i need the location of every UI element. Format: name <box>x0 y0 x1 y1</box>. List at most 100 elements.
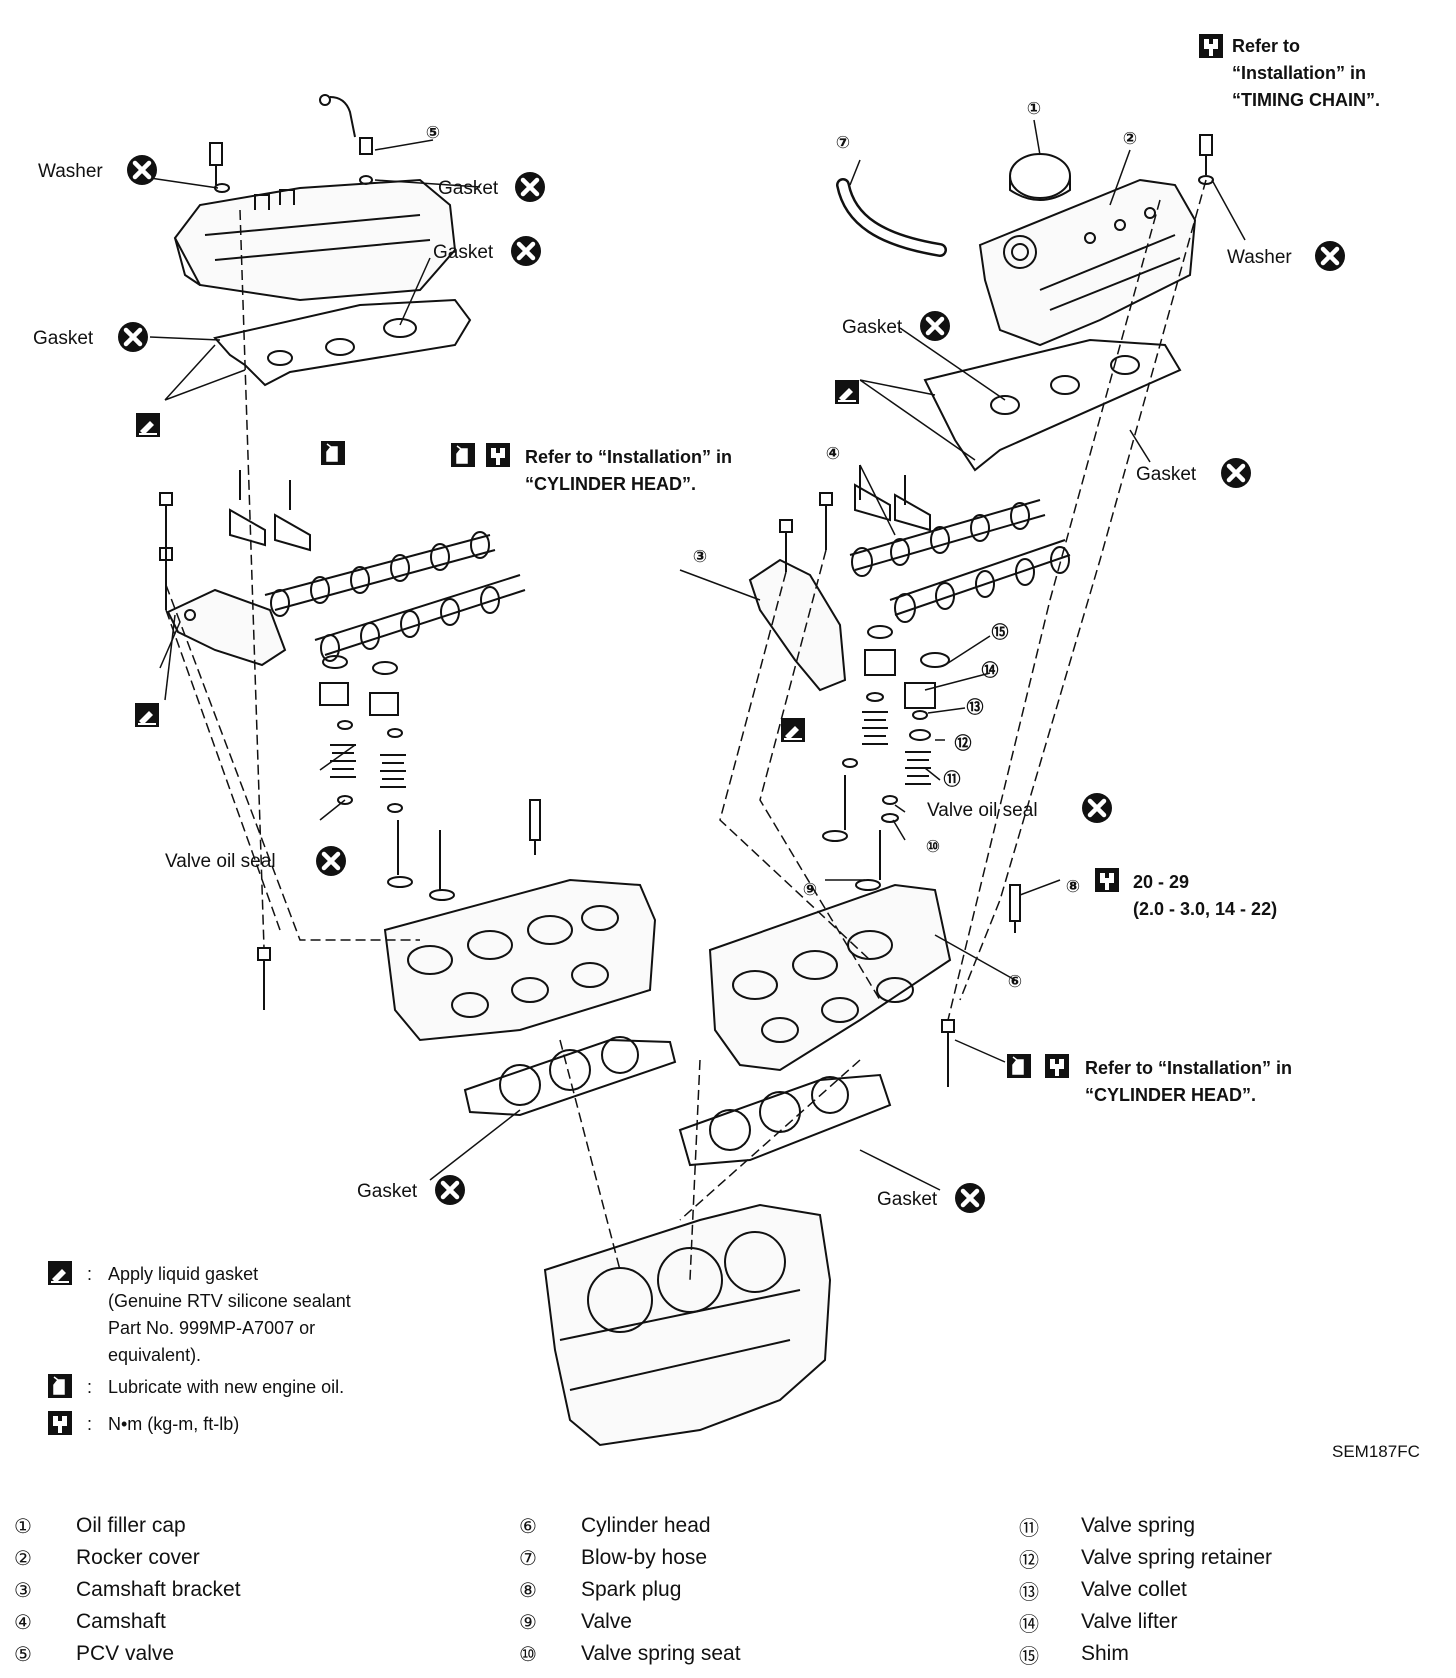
replace-mark-icon <box>1082 793 1112 823</box>
list-item: ⑭ Valve lifter <box>1005 1606 1272 1638</box>
left-camshaft-bracket <box>166 470 311 667</box>
left-rocker-cover <box>173 178 457 302</box>
part-number: ⑧ <box>519 1578 537 1602</box>
callout-1: ① <box>1027 99 1041 119</box>
part-number: ⑮ <box>1019 1643 1039 1668</box>
right-rocker-cover <box>978 178 1197 347</box>
torque-wrench-icon <box>486 443 510 467</box>
refer-cyl-head-line-2: “CYLINDER HEAD”. <box>1085 1085 1256 1105</box>
part-name: Blow-by hose <box>581 1546 708 1569</box>
callout-10: ⑩ <box>926 837 940 857</box>
right-camshafts <box>849 499 1071 623</box>
gasket-label: Gasket <box>877 1189 938 1210</box>
liquid-gasket-icon <box>135 412 161 438</box>
svg-text::: : <box>87 1264 92 1284</box>
gasket-label: Gasket <box>438 178 499 199</box>
pcv-valve-drawing <box>319 94 373 185</box>
liquid-gasket-icon <box>47 1260 73 1286</box>
refer-cyl-head-line-1: Refer to “Installation” in <box>1085 1058 1292 1078</box>
legend-lubricate: Lubricate with new engine oil. <box>108 1377 344 1397</box>
callout-11: ⑪ <box>944 769 961 790</box>
list-item: ⑧ Spark plug <box>505 1574 741 1606</box>
exploded-diagram: ① ② ③ ④ ⑤ ⑥ ⑦ ⑧ ⑨ ⑩ ⑪ ⑫ ⑬ ⑭ ⑮ Washer Gas… <box>33 34 1420 1460</box>
torque-spec-line-2: (2.0 - 3.0, 14 - 22) <box>1133 899 1277 919</box>
list-item: ① Oil filler cap <box>0 1510 241 1542</box>
callout-4: ④ <box>826 444 840 464</box>
svg-text::: : <box>87 1377 92 1397</box>
gasket-label: Gasket <box>1136 464 1197 485</box>
part-number: ⑭ <box>1019 1611 1039 1636</box>
right-cylinder-head <box>708 883 952 1072</box>
diagram-labels: Washer Gasket Gasket Gasket Washer Gaske… <box>33 36 1420 1460</box>
cylinder-block <box>543 1203 832 1447</box>
part-number: ① <box>14 1514 32 1538</box>
callout-7: ⑦ <box>836 133 850 153</box>
part-number: ⑬ <box>1019 1579 1039 1604</box>
washer-label: Washer <box>38 161 103 182</box>
replace-mark-icon <box>515 172 545 202</box>
lubricate-icon <box>47 1373 73 1399</box>
part-name: Valve spring retainer <box>1081 1546 1273 1569</box>
callout-9: ⑨ <box>803 880 817 900</box>
left-cylinder-head <box>383 878 657 1042</box>
legend-liquid-gasket-1: Apply liquid gasket <box>108 1264 258 1284</box>
part-name: Oil filler cap <box>76 1514 186 1537</box>
part-name: Rocker cover <box>76 1546 200 1569</box>
callout-15: ⑮ <box>992 622 1009 643</box>
liquid-gasket-icon <box>780 717 806 743</box>
part-number: ② <box>14 1546 32 1570</box>
replace-mark-icon <box>1315 241 1345 271</box>
legend-liquid-gasket-4: equivalent). <box>108 1345 201 1365</box>
part-number: ⑨ <box>519 1610 537 1634</box>
valve-oil-seal-label: Valve oil seal <box>927 800 1038 821</box>
left-head-gasket <box>463 1036 677 1117</box>
right-head-bolts <box>779 492 955 1087</box>
part-number: ⑪ <box>1019 1515 1039 1540</box>
callout-8: ⑧ <box>1066 877 1080 897</box>
part-name: Valve <box>581 1610 632 1633</box>
refer-timing-line-1: Refer to <box>1232 36 1300 56</box>
torque-wrench-icon <box>1045 1054 1069 1078</box>
gasket-label: Gasket <box>842 317 903 338</box>
alignment-lines <box>165 179 1207 1281</box>
part-number: ⑥ <box>519 1514 537 1538</box>
part-name: Camshaft <box>76 1610 166 1633</box>
replace-mark-icon <box>435 1175 465 1205</box>
torque-wrench-icon <box>48 1411 72 1435</box>
part-name: Spark plug <box>581 1578 682 1601</box>
legend-liquid-gasket-3: Part No. 999MP-A7007 or <box>108 1318 315 1338</box>
right-spark-plug <box>1009 884 1021 933</box>
part-name: Cylinder head <box>581 1514 711 1537</box>
refer-timing-line-3: “TIMING CHAIN”. <box>1232 90 1380 110</box>
part-name: Valve lifter <box>1081 1610 1178 1633</box>
list-item: ⑥ Cylinder head <box>505 1510 741 1542</box>
legend-torque-units: N•m (kg-m, ft-lb) <box>108 1414 239 1434</box>
refer-cyl-head-line-1: Refer to “Installation” in <box>525 447 732 467</box>
part-name: Valve spring seat <box>581 1642 741 1665</box>
part-name: Camshaft bracket <box>76 1578 241 1601</box>
legend: : Apply liquid gasket (Genuine RTV silic… <box>47 1260 351 1435</box>
callout-6: ⑥ <box>1008 972 1022 992</box>
callout-12: ⑫ <box>955 733 972 754</box>
replace-mark-icon <box>1221 458 1251 488</box>
list-item: ② Rocker cover <box>0 1542 241 1574</box>
left-rocker-gasket <box>213 298 472 387</box>
left-spark-plug <box>529 799 541 855</box>
list-item: ⑨ Valve <box>505 1606 741 1638</box>
right-valve-train <box>822 625 950 891</box>
part-number: ④ <box>14 1610 32 1634</box>
part-callouts: ① ② ③ ④ ⑤ ⑥ ⑦ ⑧ ⑨ ⑩ ⑪ ⑫ ⑬ ⑭ ⑮ <box>426 99 1137 992</box>
torque-wrench-icon <box>1095 868 1119 892</box>
refer-cyl-head-line-2: “CYLINDER HEAD”. <box>525 474 696 494</box>
washer-label: Washer <box>1227 247 1292 268</box>
callout-14: ⑭ <box>982 660 999 681</box>
torque-wrench-icon <box>1199 34 1223 58</box>
